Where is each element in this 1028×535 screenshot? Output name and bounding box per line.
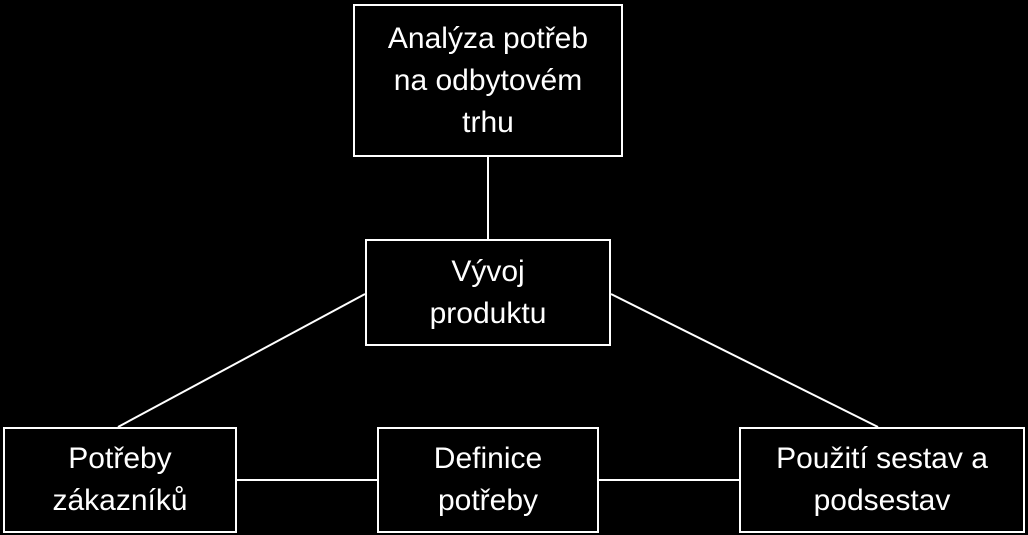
- connector-development-to-assembly-usage: [610, 293, 879, 428]
- node-label-market-needs-analysis: Analýza potřeb na odbytovém trhu: [387, 21, 589, 139]
- node-customer-needs: Potřeby zákazníků: [3, 427, 237, 533]
- node-product-development: Vývoj produktu: [365, 239, 611, 346]
- node-label-need-definition: Definice potřeby: [433, 442, 543, 517]
- node-market-needs-analysis: Analýza potřeb na odbytovém trhu: [353, 4, 623, 157]
- node-label-product-development: Vývoj produktu: [429, 254, 547, 330]
- connector-development-to-customer-needs: [117, 293, 366, 428]
- node-need-definition: Definice potřeby: [377, 427, 599, 533]
- node-label-assembly-usage: Použití sestav a podsestav: [776, 442, 988, 517]
- node-label-customer-needs: Potřeby zákazníků: [52, 442, 188, 517]
- node-assembly-usage: Použití sestav a podsestav: [739, 427, 1025, 533]
